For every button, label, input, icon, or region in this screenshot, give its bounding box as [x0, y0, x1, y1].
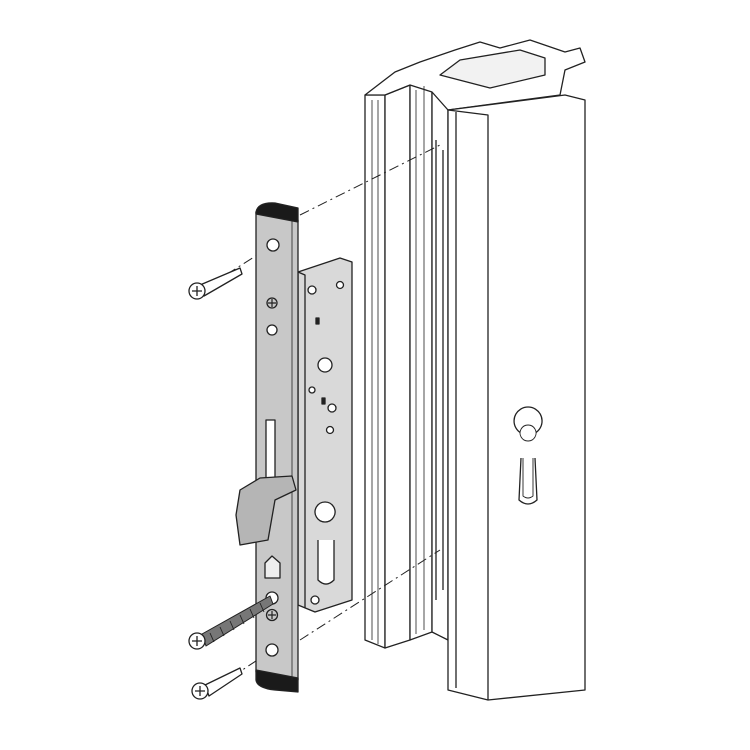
lock-case: [297, 257, 353, 613]
screw-icon: [188, 267, 243, 300]
faceplate: [235, 202, 299, 693]
faceplate-logo: [264, 555, 281, 579]
screw-icon: [191, 667, 243, 700]
screw-icon: [188, 595, 274, 650]
door-profile: [364, 39, 586, 701]
keyhole-icon: [513, 406, 543, 505]
profile-front-face: [447, 94, 586, 701]
latch-hook: [235, 475, 297, 546]
